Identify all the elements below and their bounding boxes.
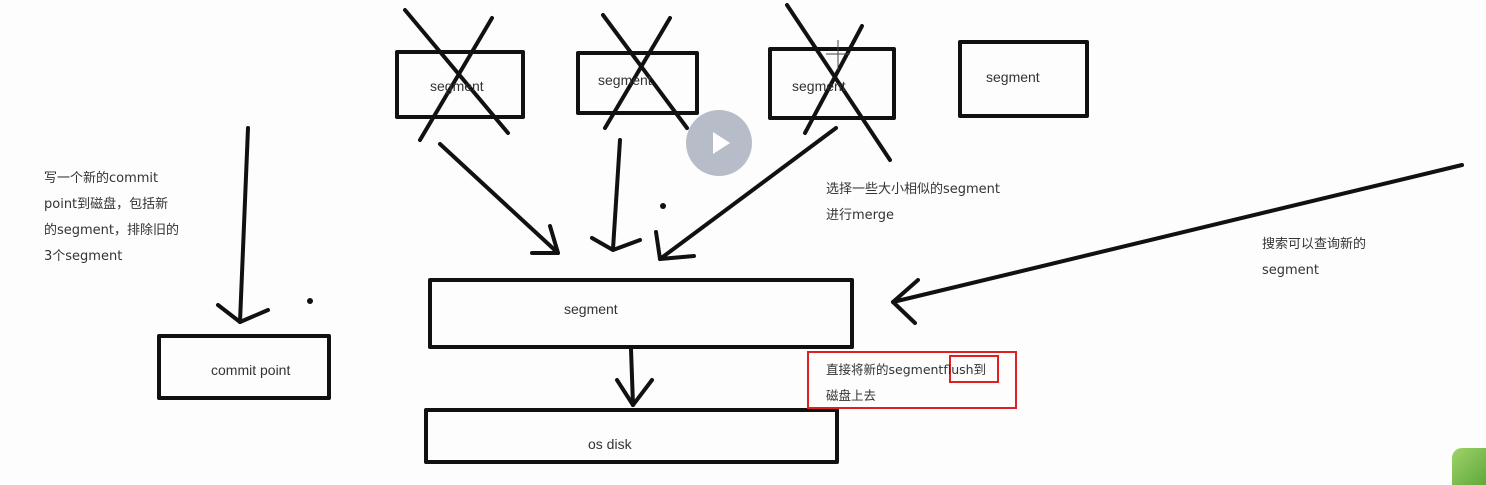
search-arrow	[891, 163, 1464, 325]
play-button[interactable]	[686, 110, 752, 176]
commit-note-line: point到磁盘，包括新	[44, 197, 169, 212]
segment-label-3: segment	[792, 78, 846, 94]
cross-mark-1	[403, 8, 510, 142]
commit-note-line: 的segment，排除旧的	[44, 223, 180, 238]
commit-point-box	[157, 334, 331, 400]
commit-note-line: 3个segment	[44, 249, 123, 264]
search-note-line: segment	[1262, 263, 1320, 278]
flush-arrow	[615, 347, 654, 407]
segment-label-1: segment	[430, 78, 484, 94]
search-note-line: 搜索可以查询新的	[1262, 237, 1367, 252]
cross-mark-3	[785, 3, 892, 162]
segment-label-2: segment	[598, 72, 652, 88]
merge-note: 选择一些大小相似的segment 进行merge	[826, 177, 1000, 229]
segment-box-1	[395, 50, 525, 119]
cursor-crosshair-icon	[826, 40, 850, 70]
commit-note-line: 写一个新的commit	[44, 171, 159, 186]
flush-word-highlight	[949, 355, 999, 383]
merge-arrow-2	[590, 138, 642, 252]
flush-note: 直接将新的segmentflush到 磁盘上去	[826, 357, 986, 409]
merge-note-line: 进行merge	[826, 208, 895, 223]
segment-label-4: segment	[986, 69, 1040, 85]
corner-widget-icon[interactable]	[1452, 448, 1486, 485]
os-disk-box	[424, 408, 839, 464]
commit-arrow	[216, 126, 270, 324]
segment-box-4	[958, 40, 1089, 118]
merged-segment-label: segment	[564, 301, 618, 317]
flush-note-line: 直接将新的segmentflush到	[826, 362, 987, 377]
merge-arrow-1	[438, 142, 560, 255]
flush-note-highlight	[807, 351, 1017, 409]
merge-arrow-3	[654, 126, 838, 261]
ink-dot	[307, 298, 313, 304]
segment-box-3	[768, 47, 896, 120]
search-note: 搜索可以查询新的 segment	[1262, 232, 1366, 284]
merge-note-line: 选择一些大小相似的segment	[826, 182, 1001, 197]
play-icon	[713, 132, 730, 154]
os-disk-label: os disk	[588, 436, 632, 452]
cross-mark-2	[601, 13, 689, 130]
segment-box-2	[576, 51, 699, 115]
flush-note-line: 磁盘上去	[826, 388, 877, 403]
merged-segment-box	[428, 278, 854, 349]
commit-point-label: commit point	[211, 362, 291, 378]
commit-note: 写一个新的commit point到磁盘，包括新 的segment，排除旧的 3…	[44, 166, 179, 270]
ink-dot	[660, 203, 666, 209]
